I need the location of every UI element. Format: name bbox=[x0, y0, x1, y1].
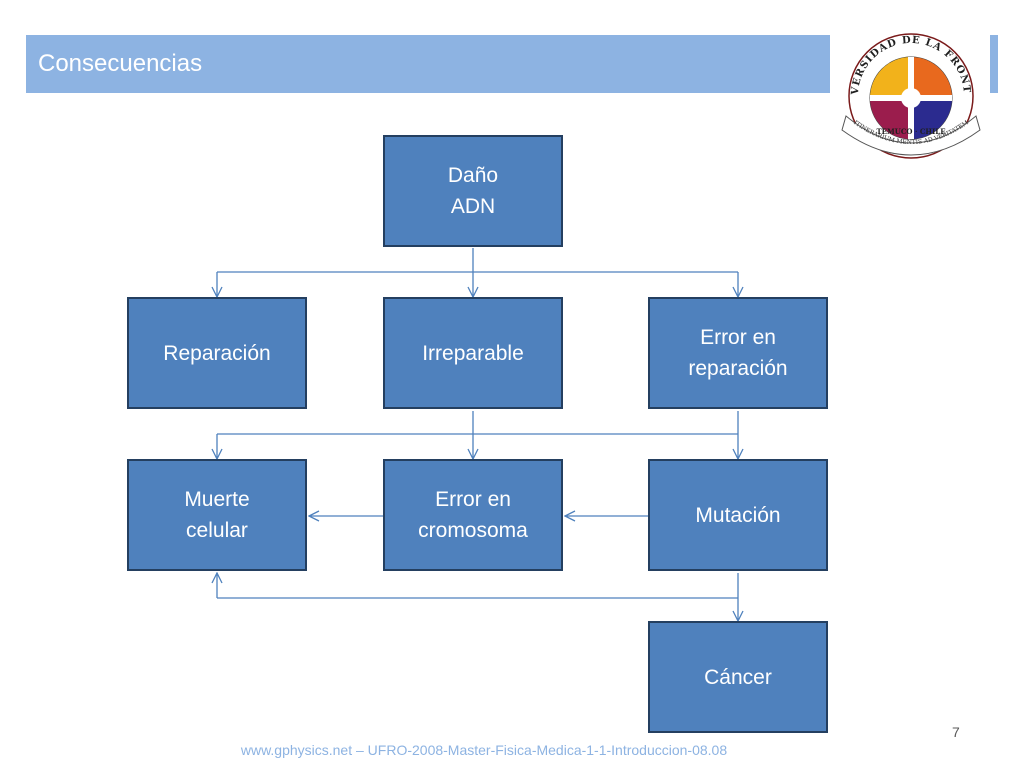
seal-city-text: TEMUCO · CHILE bbox=[876, 127, 945, 136]
university-seal-logo: UNIVERSIDAD DE LA FRONTERA ITINERARIUM M… bbox=[831, 20, 981, 159]
node-cancer: Cáncer bbox=[648, 621, 828, 733]
title-bar: Consecuencias bbox=[26, 35, 830, 93]
footer-text: www.gphysics.net – UFRO-2008-Master-Fisi… bbox=[240, 742, 728, 758]
node-dano-adn: Daño ADN bbox=[383, 135, 563, 247]
page-number: 7 bbox=[952, 724, 960, 740]
title-accent-bar bbox=[990, 35, 998, 93]
slide-title: Consecuencias bbox=[38, 50, 203, 77]
node-error-reparacion: Error en reparación bbox=[648, 297, 828, 409]
node-muerte-celular: Muerte celular bbox=[127, 459, 307, 571]
node-mutacion: Mutación bbox=[648, 459, 828, 571]
node-error-cromosoma: Error en cromosoma bbox=[383, 459, 563, 571]
node-irreparable: Irreparable bbox=[383, 297, 563, 409]
node-reparacion: Reparación bbox=[127, 297, 307, 409]
